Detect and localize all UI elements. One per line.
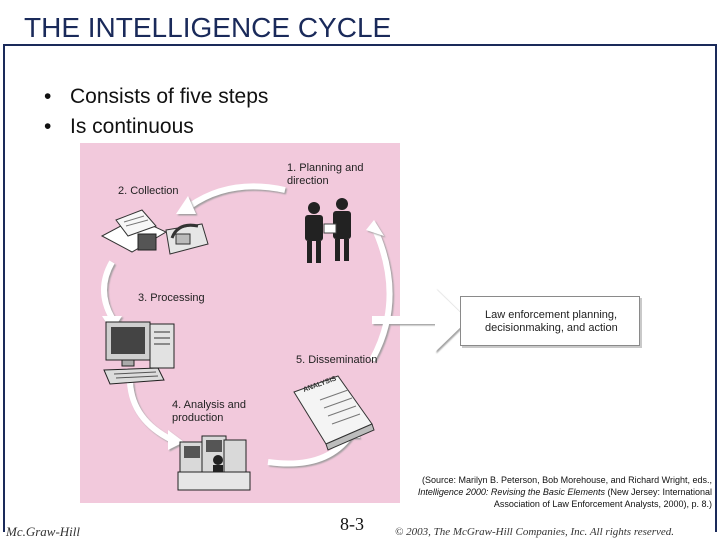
arrow-head [176,196,196,214]
step-label-collection: 2. Collection [118,185,179,197]
arrow-planning-to-collection [188,183,286,209]
source-citation: (Source: Marilyn B. Peterson, Bob Moreho… [412,474,712,510]
arrow-collection-to-processing [101,260,115,320]
slide-frame [3,44,717,532]
bullet-list: • Consists of five steps • Is continuous [44,82,268,142]
step-label-dissemination: 5. Dissemination [296,354,378,366]
bullet-dot: • [44,85,52,108]
outcome-box: Law enforcement planning, decisionmaking… [460,296,640,346]
copyright-notice: © 2003, The McGraw-Hill Companies, Inc. … [395,526,675,538]
slide-title: THE INTELLIGENCE CYCLE [24,12,392,43]
arrow-head [168,430,184,450]
documents-phone-icon [100,209,209,255]
arrow-head [366,220,384,236]
arrow-head [435,288,468,352]
step-label-analysis: 4. Analysis and production [172,399,246,424]
bullet-text: Is continuous [70,115,194,138]
analysis-report-icon: ANALYSIS [293,375,375,451]
analysts-at-terminals-icon [177,435,251,491]
publisher-logo: Mc.Graw-Hill [6,524,81,539]
step-label-processing: 3. Processing [138,292,205,304]
bullet-dot: • [44,115,52,138]
title-underline [3,44,717,46]
page-number: 8-3 [340,514,364,534]
arrow-processing-to-analysis [127,381,174,443]
outcome-text: Law enforcement planning, decisionmaking… [485,309,618,334]
source-suffix: (New Jersey: International Association o… [493,487,712,509]
arrow-dissemination-to-planning [369,230,393,362]
bullet-item: • Is continuous [44,112,268,142]
computer-icon [103,321,175,385]
source-prefix: (Source: Marilyn B. Peterson, Bob Moreho… [422,475,712,485]
step-label-planning: 1. Planning and direction [287,162,364,187]
bullet-item: • Consists of five steps [44,82,268,112]
source-book-title: Intelligence 2000: Revising the Basic El… [417,487,605,497]
meeting-people-icon [305,198,351,263]
bullet-text: Consists of five steps [70,85,269,108]
